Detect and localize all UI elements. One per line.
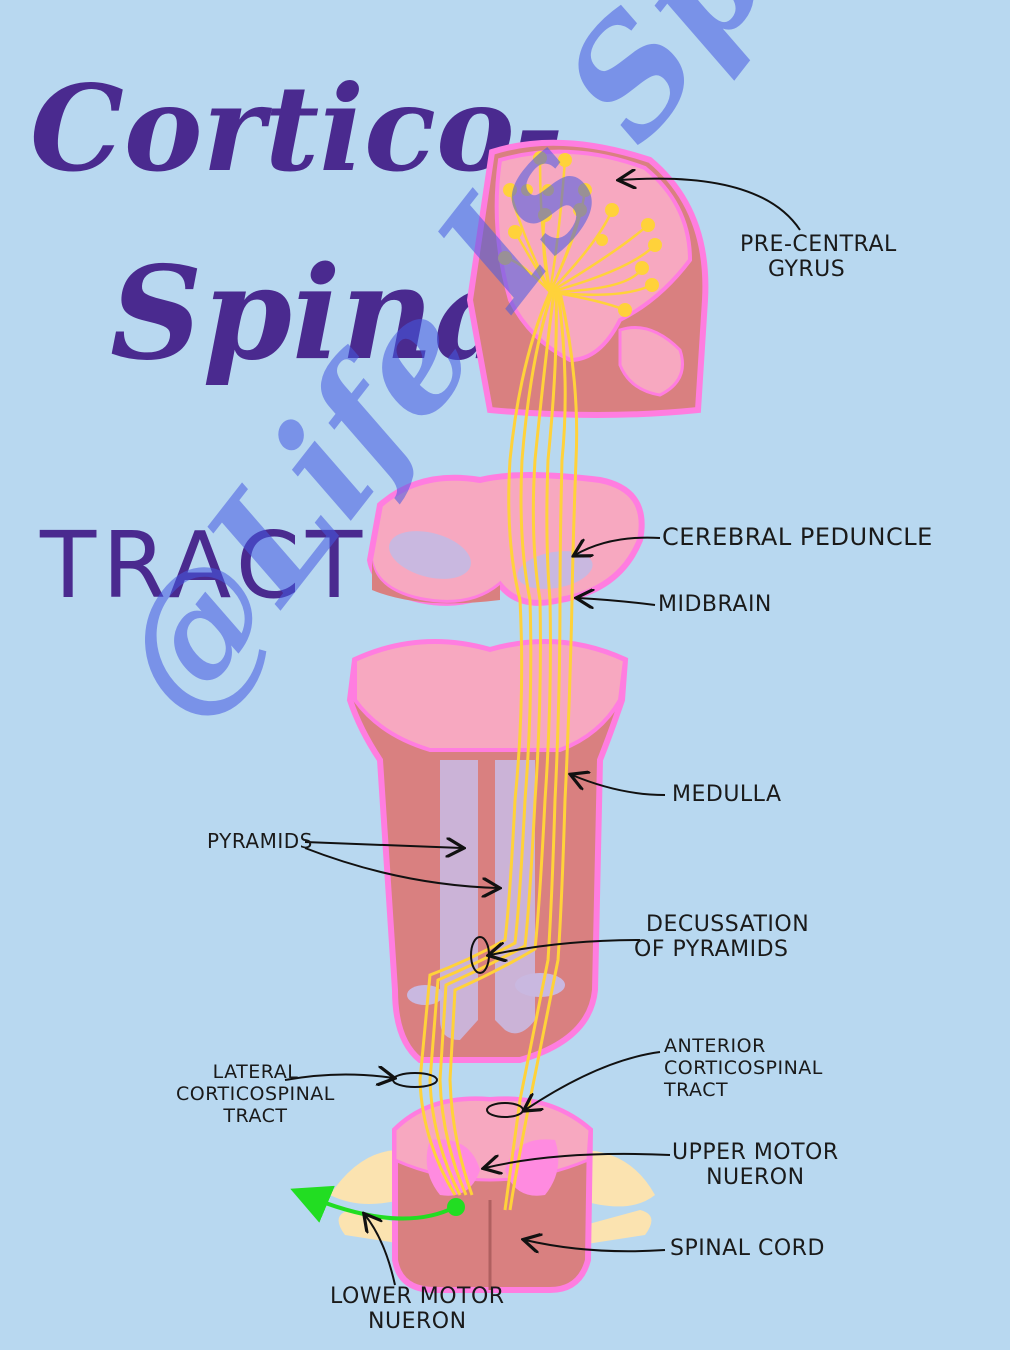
midbrain-shape — [366, 472, 645, 606]
cortical-neuron-bodies — [498, 151, 662, 317]
label-precentral-gyrus: PRE-CENTRAL GYRUS — [740, 232, 897, 283]
title-tract: TRACT — [40, 512, 369, 619]
label-midbrain: MIDBRAIN — [658, 592, 772, 617]
spinal-nerves — [330, 1150, 655, 1245]
label-cerebral-peduncle: CEREBRAL PEDUNCLE — [662, 523, 933, 551]
label-medulla: MEDULLA — [672, 782, 782, 807]
label-upper-motor-neuron: UPPER MOTOR NUERON — [672, 1140, 839, 1191]
label-lower-motor-neuron: LOWER MOTOR NUERON — [330, 1284, 505, 1335]
label-pyramids: PYRAMIDS — [207, 829, 313, 853]
label-spinal-cord: SPINAL CORD — [670, 1236, 825, 1261]
medulla-shape — [346, 639, 629, 1063]
leader-lines — [284, 179, 801, 1286]
label-decussation: DECUSSATION OF PYRAMIDS — [634, 912, 810, 963]
corticospinal-fibers — [418, 291, 579, 1211]
precentral-gyrus — [466, 139, 709, 418]
lower-motor-neuron — [290, 1185, 465, 1223]
label-lateral-corticospinal: LATERAL CORTICOSPINAL TRACT — [176, 1061, 335, 1127]
label-anterior-corticospinal: ANTERIOR CORTICOSPINAL TRACT — [664, 1035, 823, 1101]
spinal-cord-shape — [392, 1096, 594, 1293]
title-cortico: Cortico- — [30, 59, 564, 198]
